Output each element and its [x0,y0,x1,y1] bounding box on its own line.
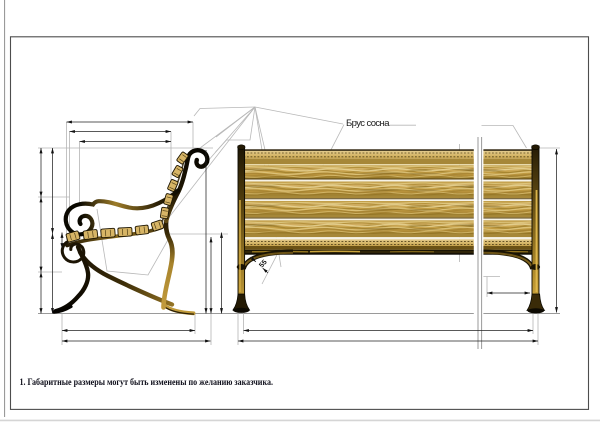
svg-text:Брус сосна: Брус сосна [346,118,390,129]
svg-text:55: 55 [258,259,268,270]
svg-text:1. Габаритные размеры могут бы: 1. Габаритные размеры могут быть изменен… [20,377,274,388]
